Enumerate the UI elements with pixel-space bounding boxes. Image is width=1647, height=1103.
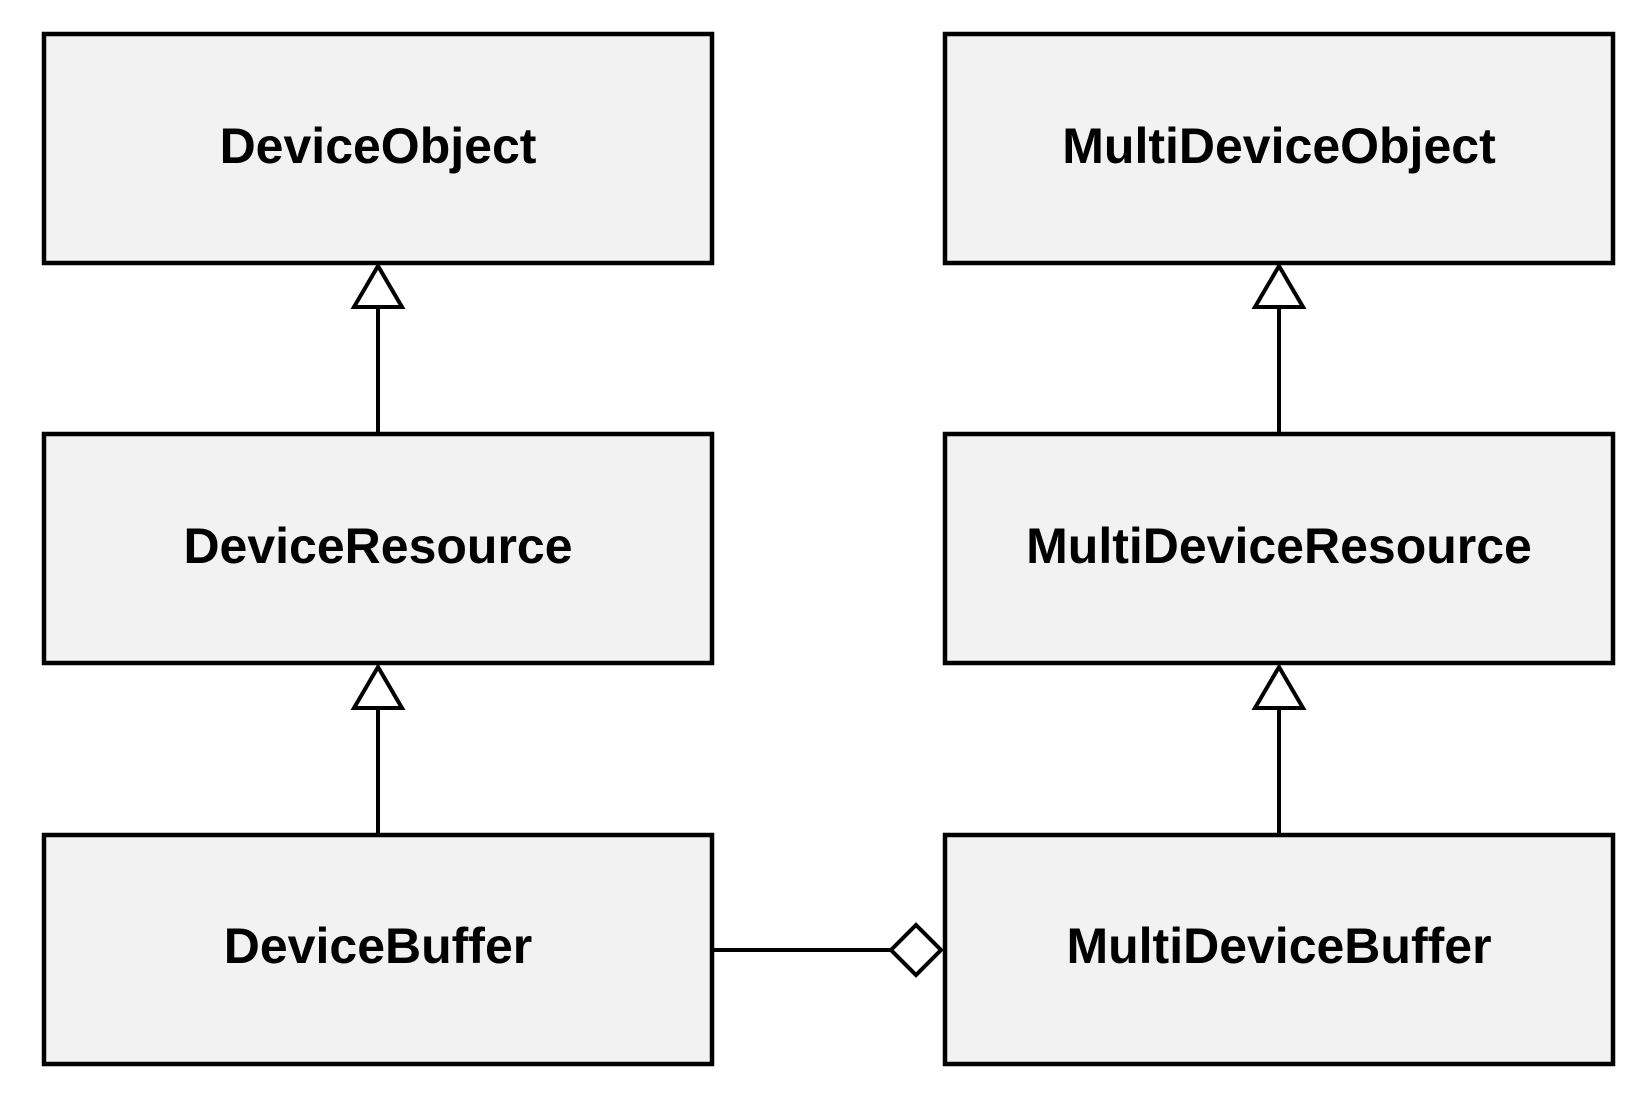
class-multi-device-buffer: MultiDeviceBuffer: [942, 832, 1616, 1067]
class-name: MultiDeviceBuffer: [1066, 918, 1491, 974]
generalization-multi-device-resource-to-multi-device-object: [1251, 262, 1307, 434]
class-device-resource: DeviceResource: [41, 431, 715, 666]
class-box: [942, 31, 1616, 266]
generalization-device-buffer-to-device-resource: [350, 663, 406, 835]
class-device-object: DeviceObject: [41, 31, 715, 266]
hollow-diamond-icon: [888, 922, 944, 978]
class-name: DeviceResource: [183, 518, 572, 574]
hollow-triangle-arrowhead: [1251, 262, 1307, 309]
aggregation-multi-device-buffer-device-buffer: [712, 922, 944, 978]
generalization-device-resource-to-device-object: [350, 262, 406, 434]
class-name: MultiDeviceResource: [1026, 518, 1532, 574]
class-multi-device-resource: MultiDeviceResource: [942, 431, 1616, 666]
hollow-triangle-arrowhead: [350, 663, 406, 710]
class-name: DeviceObject: [220, 118, 537, 174]
class-box: [41, 31, 715, 266]
class-box: [942, 431, 1616, 666]
class-multi-device-object: MultiDeviceObject: [942, 31, 1616, 266]
hollow-triangle-arrowhead: [350, 262, 406, 309]
class-name: DeviceBuffer: [224, 918, 532, 974]
class-device-buffer: DeviceBuffer: [41, 832, 715, 1067]
class-name: MultiDeviceObject: [1062, 118, 1496, 174]
hollow-triangle-arrowhead: [1251, 663, 1307, 710]
class-box: [942, 832, 1616, 1067]
class-box: [41, 431, 715, 666]
generalization-multi-device-buffer-to-multi-device-resource: [1251, 663, 1307, 835]
